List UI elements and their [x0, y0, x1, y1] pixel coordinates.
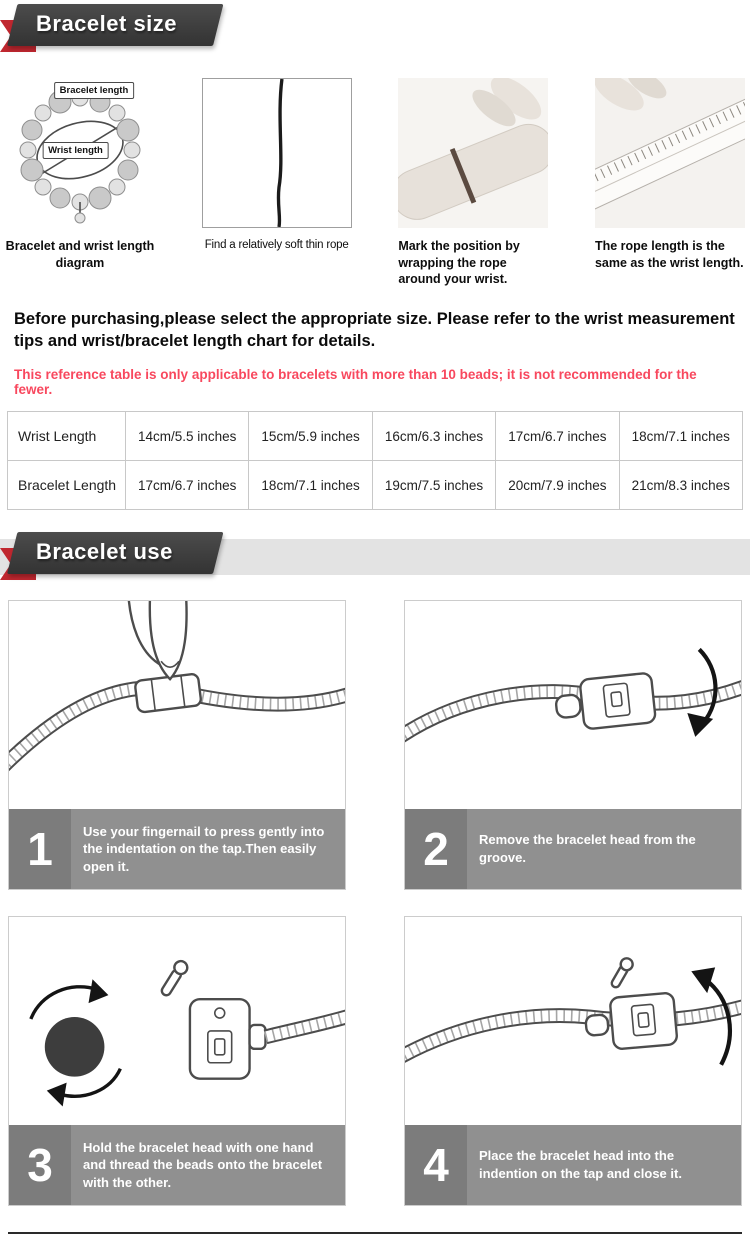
table-cell: 18cm/7.1 inches — [618, 411, 744, 462]
measure-caption-diagram: Bracelet and wrist length diagram — [5, 239, 155, 270]
measure-caption-wrap: Mark the position by wrapping the rope a… — [398, 239, 520, 286]
measure-step-rope: Find a relatively soft thin rope — [201, 78, 352, 288]
rotate-arrow-bottom-icon — [46, 1067, 122, 1107]
section-title-bracelet-use: Bracelet use — [36, 539, 173, 565]
step-text: Use your fingernail to press gently into… — [83, 823, 325, 874]
open-pin-icon — [160, 959, 189, 997]
curved-arrow-icon — [691, 967, 732, 1066]
table-cell: 18cm/7.1 inches — [248, 460, 373, 511]
thread-beads-illustration — [29, 959, 345, 1107]
wrist-length-row: Wrist Length 14cm/5.5 inches 15cm/5.9 in… — [7, 411, 744, 462]
bracelet-cable — [263, 1009, 345, 1045]
remove-head-illustration — [405, 647, 741, 743]
wrist-wrap-image — [398, 78, 549, 228]
table-cell: 14cm/5.5 inches — [124, 411, 250, 462]
row-label: Wrist Length — [7, 411, 126, 462]
row-label: Bracelet Length — [7, 460, 126, 511]
table-cell: 17cm/6.7 inches — [124, 460, 250, 511]
connector — [248, 1023, 267, 1051]
press-clasp-illustration — [9, 601, 345, 772]
clasp-head-icon — [554, 672, 657, 730]
measure-caption-ruler: The rope length is the same as the wrist… — [594, 239, 744, 270]
ruler-icon — [594, 86, 745, 222]
bracelet-diagram-image: Bracelet length Wrist length — [5, 78, 155, 228]
usage-steps-grid: 1 Use your fingernail to press gently in… — [0, 600, 750, 1232]
size-selection-intro: Before purchasing,please select the appr… — [14, 309, 735, 351]
step-text: Hold the bracelet head with one hand and… — [83, 1139, 323, 1190]
rope-line-illustration — [276, 79, 284, 227]
step-caption-bar: 4 Place the bracelet head into the inden… — [405, 1125, 741, 1206]
measure-step-diagram: Bracelet length Wrist length Bracelet an… — [5, 78, 155, 288]
usage-step-2: 2 Remove the bracelet head from the groo… — [404, 600, 742, 891]
bracelet-size-header: Bracelet size — [0, 2, 750, 54]
measure-step-ruler: The rope length is the same as the wrist… — [594, 78, 745, 288]
step-text: Place the bracelet head into the indenti… — [479, 1148, 682, 1182]
bracelet-cable — [405, 999, 741, 1064]
bracelet-length-row: Bracelet Length 17cm/6.7 inches 18cm/7.1… — [7, 460, 744, 511]
table-cell: 15cm/5.9 inches — [248, 411, 373, 462]
clasp-head-icon — [584, 992, 678, 1051]
marking-hand-icon — [472, 78, 542, 127]
step-text: Remove the bracelet head from the groove… — [479, 832, 696, 866]
rope-band — [450, 147, 477, 204]
table-cell: 16cm/6.3 inches — [371, 411, 497, 462]
rope-line — [276, 79, 284, 227]
clasp-barrel-icon — [134, 673, 202, 714]
reference-table-note: This reference table is only applicable … — [14, 367, 697, 398]
size-chart-table: Wrist Length 14cm/5.5 inches 15cm/5.9 in… — [7, 411, 744, 511]
step-caption-bar: 3 Hold the bracelet head with one hand a… — [9, 1125, 345, 1206]
ruler-image — [594, 78, 745, 228]
close-clasp-illustration — [405, 957, 741, 1066]
hands-wrapping-illustration — [398, 78, 549, 228]
step-number: 1 — [9, 809, 71, 890]
measure-step-wrap: Mark the position by wrapping the rope a… — [398, 78, 549, 288]
step-number: 4 — [405, 1125, 467, 1206]
table-cell: 17cm/6.7 inches — [495, 411, 620, 462]
bead-icon — [44, 1017, 105, 1077]
usage-step-1: 1 Use your fingernail to press gently in… — [8, 600, 346, 891]
bracelet-use-header: Bracelet use — [0, 530, 750, 582]
measurement-guide-row: Bracelet length Wrist length Bracelet an… — [0, 78, 750, 288]
open-pin-icon — [610, 957, 634, 989]
finger-icon — [127, 601, 188, 681]
rotate-arrow-top-icon — [29, 979, 109, 1020]
ruler-illustration — [594, 78, 745, 228]
usage-step-4: 4 Place the bracelet head into the inden… — [404, 916, 742, 1207]
rope-image — [201, 78, 352, 228]
usage-step-3: 3 Hold the bracelet head with one hand a… — [8, 916, 346, 1207]
wrist-length-label: Wrist length — [42, 142, 109, 159]
step-number: 2 — [405, 809, 467, 890]
holding-hand-icon — [594, 78, 667, 111]
step-caption-bar: 1 Use your fingernail to press gently in… — [9, 809, 345, 890]
bottom-divider — [8, 1232, 742, 1235]
table-cell: 21cm/8.3 inches — [618, 460, 744, 511]
table-cell: 19cm/7.5 inches — [371, 460, 497, 511]
charm-dangle-icon — [74, 202, 86, 224]
step-caption-bar: 2 Remove the bracelet head from the groo… — [405, 809, 741, 890]
section-title-bracelet-size: Bracelet size — [36, 11, 178, 36]
table-cell: 20cm/7.9 inches — [495, 460, 620, 511]
bracelet-length-label: Bracelet length — [53, 82, 135, 99]
curved-arrow-icon — [687, 647, 718, 737]
measure-caption-rope: Find a relatively soft thin rope — [204, 239, 349, 251]
step-number: 3 — [9, 1125, 71, 1206]
wrist-icon — [398, 123, 549, 220]
clasp-head-icon — [188, 997, 251, 1080]
